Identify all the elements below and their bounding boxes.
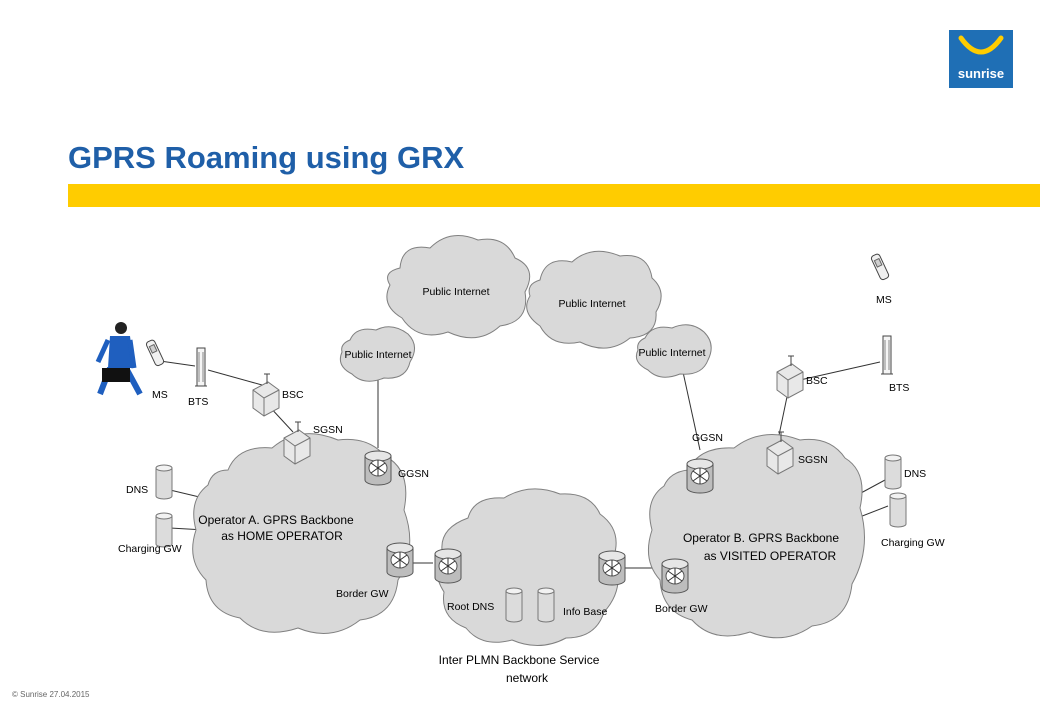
bsc-left-label: BSC: [282, 389, 304, 401]
cloud-internet-left: Public Internet: [339, 326, 415, 382]
charging-right-label: Charging GW: [881, 537, 945, 549]
border-gw-right-router-icon: [661, 558, 689, 594]
dns-right-db-icon: [884, 454, 902, 490]
charging-left-label: Charging GW: [118, 543, 182, 555]
ggsn-right-label: GGSN: [692, 432, 723, 444]
cloud-internet-top-right: Public Internet: [526, 250, 662, 349]
sgsn-right-label: SGSN: [798, 454, 828, 466]
ms-right-phone-icon: [869, 252, 891, 282]
cloud-inter-plmn: [436, 488, 619, 646]
bts-right-label: BTS: [889, 382, 909, 394]
bts-right-icon: [880, 335, 894, 375]
person-with-briefcase-icon: [95, 322, 143, 396]
ms-right-label: MS: [876, 294, 892, 306]
ggsn-left-router-icon: [364, 450, 392, 486]
charging-right-db-icon: [889, 492, 907, 528]
bsc-right-label: BSC: [806, 375, 828, 387]
cloud-label: Public Internet: [422, 286, 489, 298]
bsc-left-icon: [252, 373, 280, 417]
dns-right-label: DNS: [904, 468, 926, 480]
ggsn-right-router-icon: [686, 458, 714, 494]
page-title: GPRS Roaming using GRX: [68, 140, 465, 175]
cloud-label-line-2: as VISITED OPERATOR: [704, 549, 837, 563]
bsc-right-icon: [776, 355, 804, 399]
root-dns-db-icon: [505, 587, 523, 623]
cloud-label: Public Internet: [638, 347, 705, 359]
inter-plmn-label-line-2: network: [506, 671, 549, 685]
info-base-router-icon: [598, 550, 626, 586]
info-base-db-icon: [537, 587, 555, 623]
cloud-label: Public Internet: [558, 298, 625, 310]
border-gw-left-label: Border GW: [336, 588, 389, 600]
dns-left-db-icon: [155, 464, 173, 500]
sunrise-logo: sunrise: [949, 30, 1013, 88]
cloud-label-line-1: Operator A. GPRS Backbone: [198, 513, 354, 527]
logo-text: sunrise: [957, 66, 1005, 81]
bts-left-label: BTS: [188, 396, 208, 408]
root-dns-label: Root DNS: [447, 601, 494, 613]
cloud-internet-top-left: Public Internet: [386, 235, 531, 339]
ms-left-phone-icon: [144, 338, 166, 368]
cloud-label-line-1: Operator B. GPRS Backbone: [683, 531, 839, 545]
dns-left-label: DNS: [126, 484, 148, 496]
sgsn-left-label: SGSN: [313, 424, 343, 436]
smile-icon: [958, 35, 1004, 55]
inter-plmn-label-line-1: Inter PLMN Backbone Service: [439, 653, 600, 667]
charging-left-db-icon: [155, 512, 173, 548]
root-dns-router-icon: [434, 548, 462, 584]
cloud-operator-a: Operator A. GPRS Backbone as HOME OPERAT…: [192, 433, 411, 634]
border-gw-left-router-icon: [386, 542, 414, 578]
bts-left-icon: [194, 347, 208, 387]
cloud-label: Public Internet: [344, 349, 411, 361]
ggsn-left-label: GGSN: [398, 468, 429, 480]
cloud-label-line-2: as HOME OPERATOR: [221, 529, 343, 543]
ms-left-label: MS: [152, 389, 168, 401]
cloud-internet-right: Public Internet: [635, 324, 712, 378]
footer-copyright: © Sunrise 27.04.2015: [12, 690, 90, 699]
sgsn-left-icon: [283, 421, 311, 465]
info-base-label: Info Base: [563, 606, 608, 618]
title-accent-bar: [68, 184, 1040, 207]
border-gw-right-label: Border GW: [655, 603, 708, 615]
